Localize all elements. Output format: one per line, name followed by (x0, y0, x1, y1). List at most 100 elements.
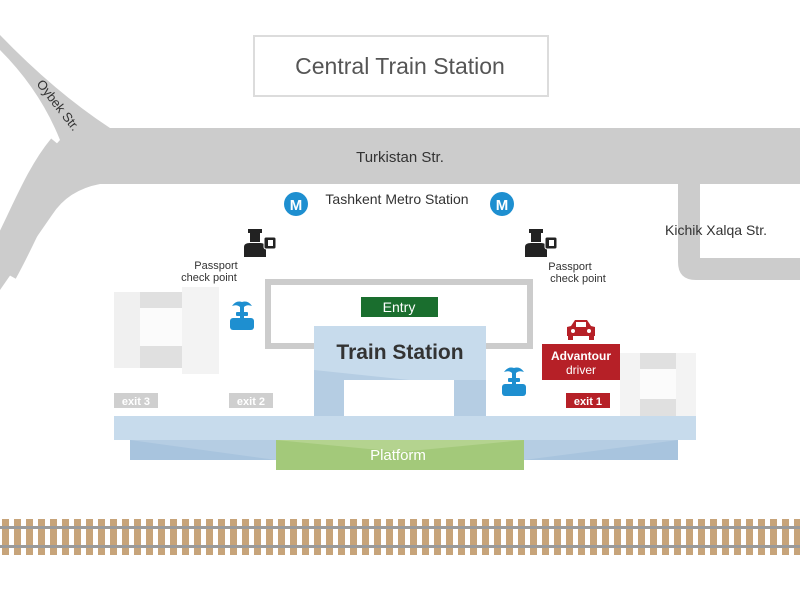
rail-sleeper (746, 519, 753, 555)
rail-sleeper (758, 519, 765, 555)
rail-sleeper (614, 519, 621, 555)
advantour-driver-badge: Advantour driver (542, 344, 620, 380)
rail-sleeper (458, 519, 465, 555)
exit-2-badge: exit 2 (229, 393, 273, 408)
rail-sleeper (62, 519, 69, 555)
rail-sleeper (146, 519, 153, 555)
rail-sleeper (338, 519, 345, 555)
car-icon (567, 320, 595, 340)
rail-sleeper (218, 519, 225, 555)
passport-label-left-line1: Passport (194, 260, 237, 272)
rail-sleeper (674, 519, 681, 555)
rail-sleeper (482, 519, 489, 555)
rail-sleeper (722, 519, 729, 555)
rail-sleeper (230, 519, 237, 555)
rail-sleeper (566, 519, 573, 555)
svg-text:exit 3: exit 3 (122, 396, 150, 408)
rail-sleeper (98, 519, 105, 555)
rail-sleeper (794, 519, 800, 555)
border-guard-icon (525, 229, 558, 257)
entry-label: Entry (383, 299, 416, 315)
rail-sleeper (782, 519, 789, 555)
rail-sleeper (530, 519, 537, 555)
fountain-icon (502, 367, 526, 396)
rail-sleeper (278, 519, 285, 555)
rail-sleeper (770, 519, 777, 555)
advantour-line1: Advantour (551, 349, 611, 363)
rail-sleeper (134, 519, 141, 555)
rail-sleeper (638, 519, 645, 555)
rail-sleeper (302, 519, 309, 555)
rail-sleeper (602, 519, 609, 555)
metro-icon: M (490, 192, 514, 216)
rail-sleeper (26, 519, 33, 555)
border-guard-icon (244, 229, 277, 257)
metro-icon: M (284, 192, 308, 216)
rail-sleeper (422, 519, 429, 555)
left-building (114, 287, 219, 374)
map-title: Central Train Station (295, 53, 505, 79)
rail-sleeper (590, 519, 597, 555)
rail-sleeper (362, 519, 369, 555)
rail-sleeper (326, 519, 333, 555)
rail-sleeper (86, 519, 93, 555)
rail-sleeper (662, 519, 669, 555)
rail-sleeper (686, 519, 693, 555)
rail-sleeper (254, 519, 261, 555)
rail-sleeper (170, 519, 177, 555)
rail-sleeper (350, 519, 357, 555)
turkistan-street-road (110, 128, 800, 184)
entry-sign: Entry (361, 297, 438, 317)
rail-sleeper (494, 519, 501, 555)
exit-3-badge: exit 3 (114, 393, 158, 408)
svg-text:exit 2: exit 2 (237, 396, 265, 408)
rail-sleeper (374, 519, 381, 555)
platform-label: Platform (370, 447, 426, 464)
rail-sleeper (242, 519, 249, 555)
rail-sleeper (734, 519, 741, 555)
turkistan-street-label: Turkistan Str. (356, 149, 444, 166)
rail-sleeper (50, 519, 57, 555)
railway-track (0, 519, 800, 555)
rail-sleeper (410, 519, 417, 555)
title-box: Central Train Station (253, 35, 549, 97)
advantour-line2: driver (566, 363, 596, 377)
rail-sleeper (14, 519, 21, 555)
rail-sleeper (626, 519, 633, 555)
rail-sleeper (2, 519, 9, 555)
rail-sleeper (386, 519, 393, 555)
rail-sleeper (446, 519, 453, 555)
rail-sleeper (182, 519, 189, 555)
passport-label-right-line1: Passport (548, 261, 591, 273)
svg-text:M: M (496, 197, 509, 214)
exit-1-badge: exit 1 (566, 393, 610, 408)
rail-sleeper (74, 519, 81, 555)
rail-sleeper (122, 519, 129, 555)
rail-sleeper (698, 519, 705, 555)
metro-station-label: Tashkent Metro Station (325, 191, 468, 207)
rail-sleeper (578, 519, 585, 555)
svg-text:M: M (290, 197, 303, 214)
platform-area (114, 416, 696, 470)
kichik-xalqa-street-label: Kichik Xalqa Str. (665, 222, 767, 238)
rail-sleeper (38, 519, 45, 555)
rail-sleeper (266, 519, 273, 555)
roads (0, 0, 800, 290)
station-building (314, 326, 486, 418)
rail-sleeper (650, 519, 657, 555)
rail-sleeper (710, 519, 717, 555)
rail-sleeper (314, 519, 321, 555)
rail-sleeper (290, 519, 297, 555)
rail-sleeper (158, 519, 165, 555)
rail-sleeper (194, 519, 201, 555)
rail-sleeper (206, 519, 213, 555)
right-building (620, 353, 696, 416)
svg-text:exit 1: exit 1 (574, 396, 602, 408)
rail-sleeper (434, 519, 441, 555)
station-label: Train Station (336, 341, 463, 364)
rail-sleeper (110, 519, 117, 555)
rail-sleeper (470, 519, 477, 555)
passport-label-right-line2: check point (550, 273, 606, 285)
rail-sleeper (518, 519, 525, 555)
